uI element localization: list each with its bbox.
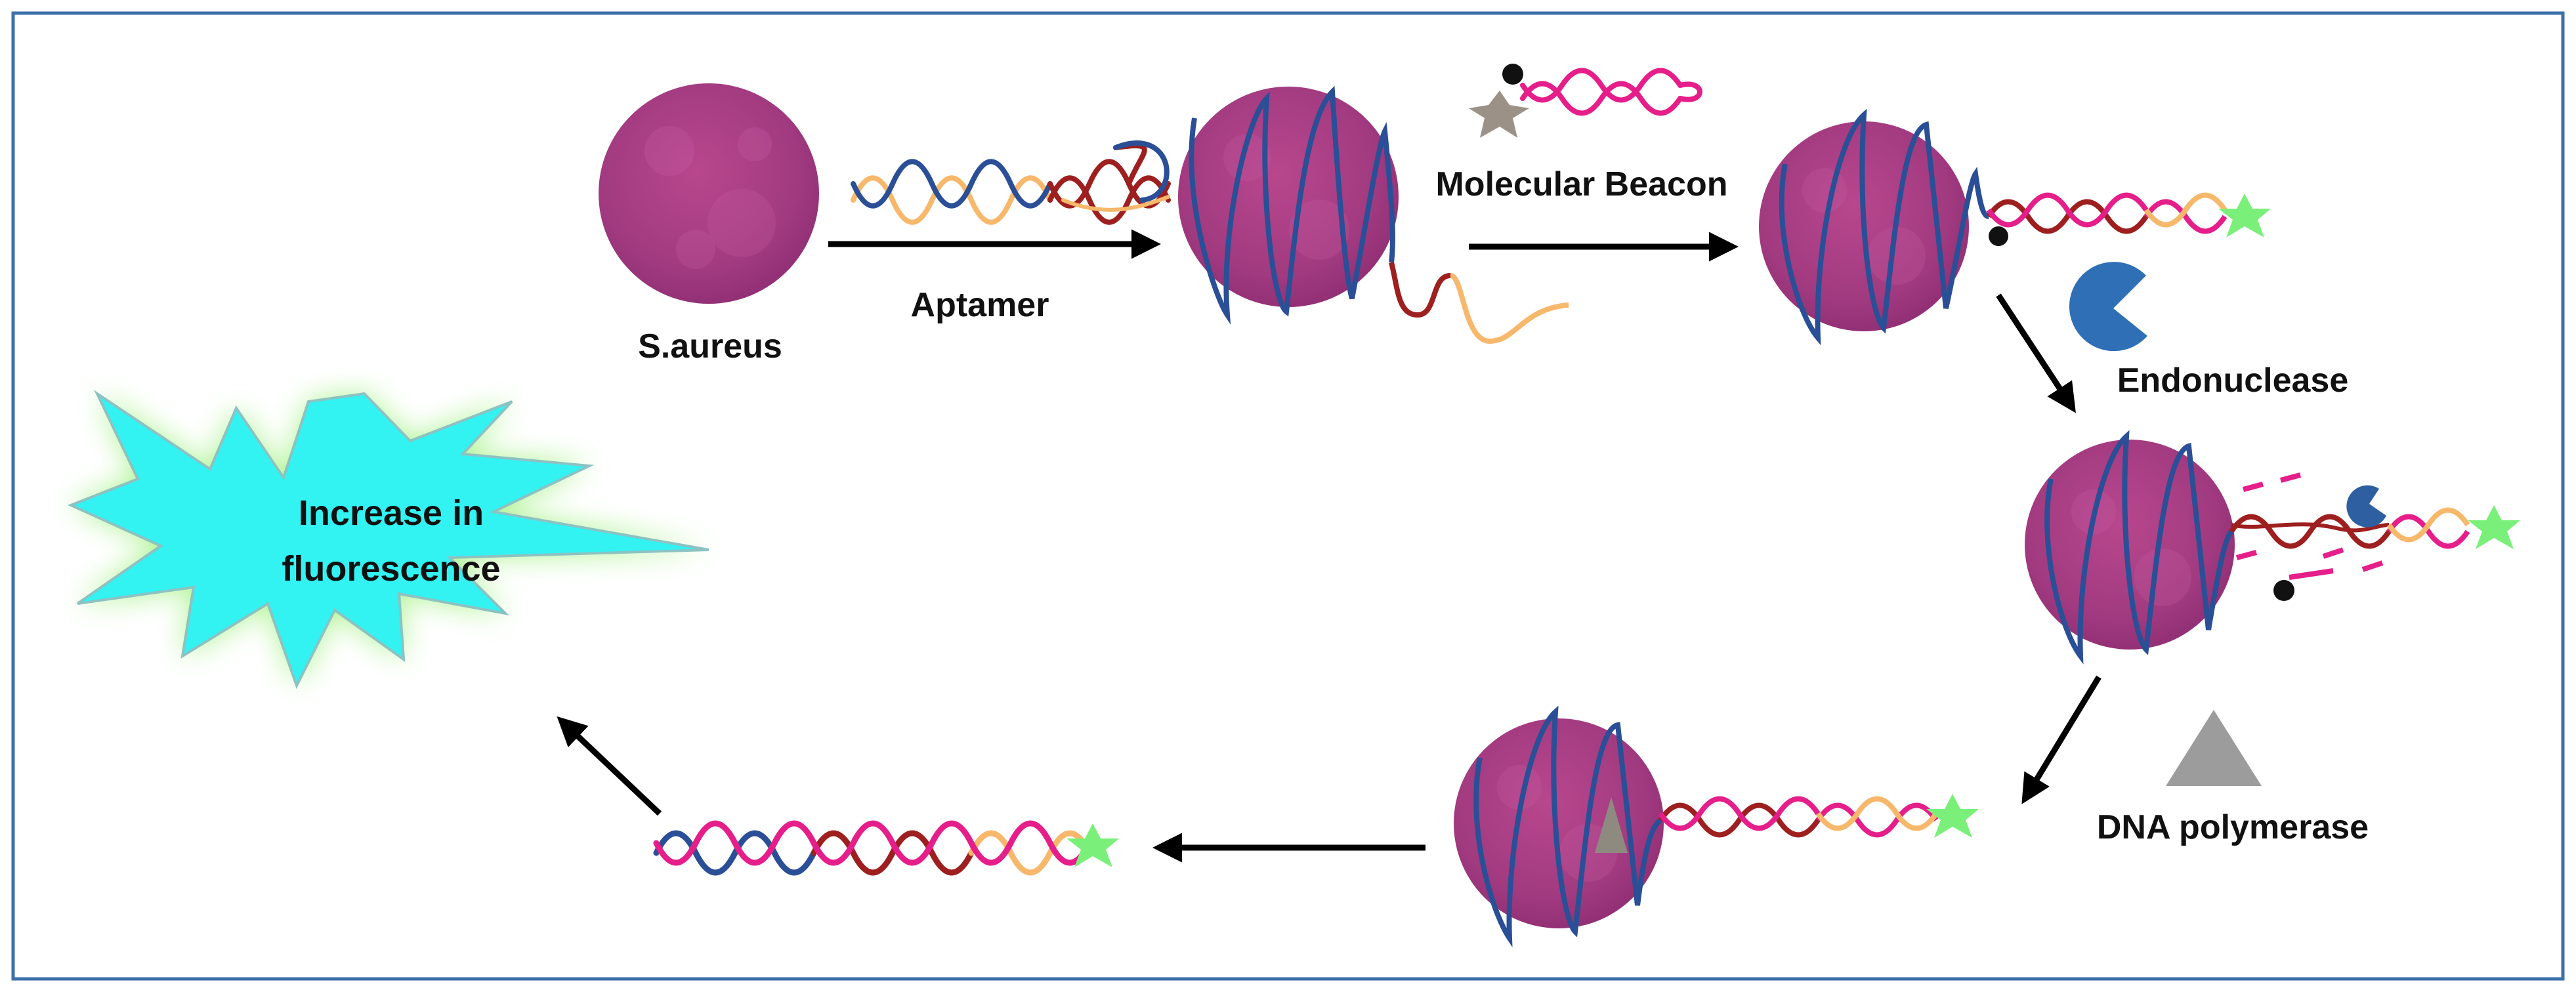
s-aureus-label: S.aureus xyxy=(638,327,782,365)
released-fluorophore xyxy=(1066,823,1119,867)
stage-1-bacterium xyxy=(599,83,819,304)
arrow-signal xyxy=(557,716,662,816)
polymerase-label: DNA polymerase xyxy=(2097,808,2369,846)
burst-label-line1: Increase in xyxy=(299,493,484,533)
quencher-dot xyxy=(1502,64,1523,85)
fluorescence-burst: Increase in fluorescence xyxy=(67,390,709,690)
arrow-extend xyxy=(2021,675,2101,804)
endonuclease-icon xyxy=(2069,262,2147,352)
endonuclease-label: Endonuclease xyxy=(2117,362,2349,400)
stage-5-extension xyxy=(1454,705,1979,948)
stage-3-beacon-hybridized xyxy=(1759,108,2271,346)
aptamer-strand xyxy=(851,140,1171,225)
s-aureus-cell xyxy=(599,83,819,304)
fluorophore-grey-star xyxy=(1469,91,1529,138)
wrapping-aptamer xyxy=(1189,85,1395,325)
arrow-cleave xyxy=(1996,293,2076,413)
released-duplex xyxy=(653,820,1093,876)
stage-4-cleavage xyxy=(2025,430,2520,665)
molecular-beacon-free xyxy=(1469,64,1702,138)
polymerase-icon xyxy=(2166,710,2262,786)
stage-2-aptamer-bound-cell xyxy=(1178,85,1569,344)
aptamer-label: Aptamer xyxy=(911,286,1049,324)
burst-label-line2: fluorescence xyxy=(282,549,500,589)
outer-frame xyxy=(11,11,2565,981)
molecular-beacon-label: Molecular Beacon xyxy=(1435,165,1727,203)
